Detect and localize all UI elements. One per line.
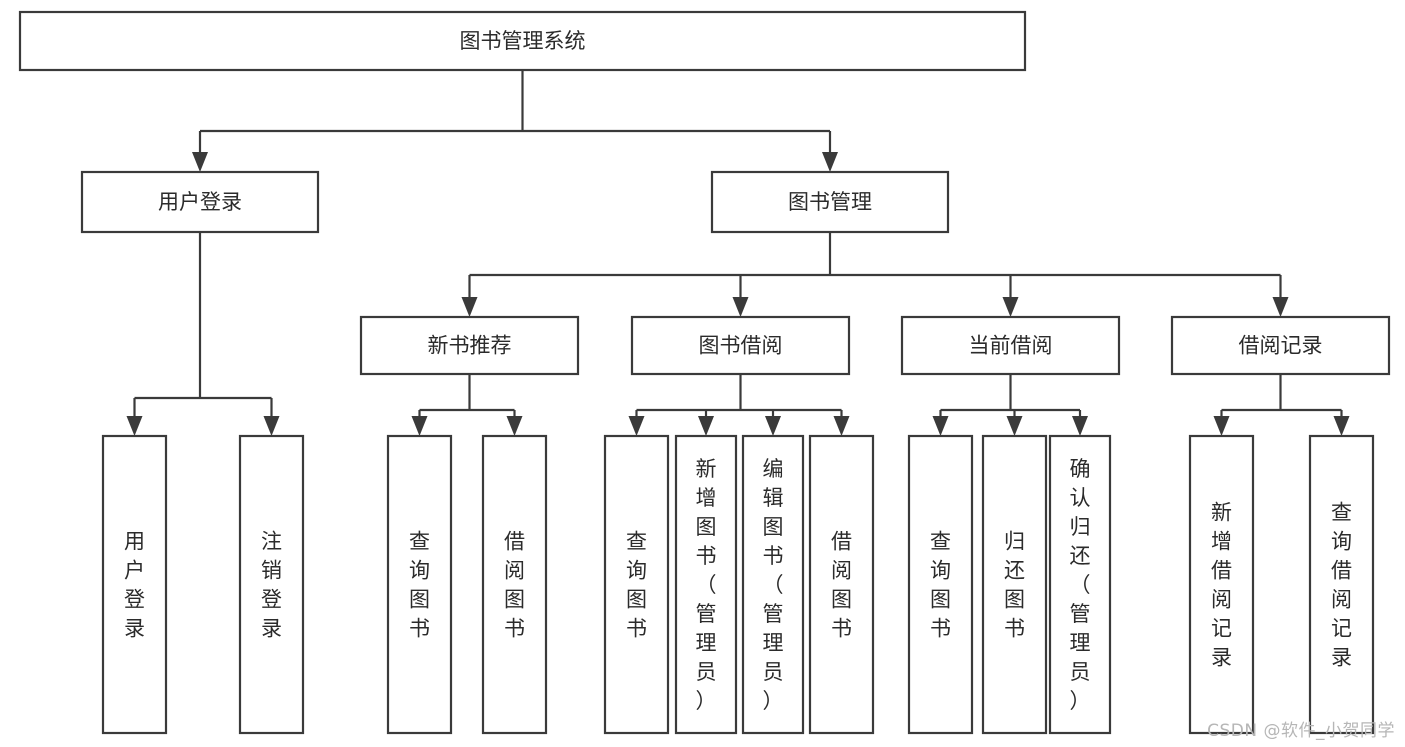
arrow-head-icon: [833, 416, 850, 436]
level3-node-1[interactable]: 新书推荐: [359, 315, 580, 376]
arrow-head-icon: [1213, 416, 1230, 436]
arrow-head-icon: [1006, 416, 1023, 436]
leaf-node-box[interactable]: [907, 434, 974, 735]
leaf-node-3[interactable]: 查询图书: [386, 434, 453, 735]
arrow-head-icon: [263, 416, 280, 436]
leaf-node-box[interactable]: [1048, 434, 1112, 735]
leaf-node-box[interactable]: [603, 434, 670, 735]
leaf-node-4[interactable]: 借阅图书: [481, 434, 548, 735]
leaf-node-label: 新增借阅记录: [1211, 501, 1232, 670]
level3-node-label: 借阅记录: [1239, 334, 1323, 358]
leaf-node-box[interactable]: [808, 434, 875, 735]
arrow-head-icon: [765, 416, 781, 436]
leaf-node-label: 查询图书: [409, 530, 430, 641]
arrow-head-icon: [192, 152, 208, 172]
level3-node-label: 当前借阅: [969, 334, 1053, 358]
leaf-node-box[interactable]: [238, 434, 305, 735]
arrow-head-icon: [1072, 416, 1088, 436]
leaf-node-box[interactable]: [674, 434, 738, 735]
arrow-head-icon: [506, 416, 523, 436]
leaf-node-label: 查询图书: [930, 530, 951, 641]
level3-node-2[interactable]: 图书借阅: [630, 315, 851, 376]
arrow-head-icon: [732, 297, 749, 317]
leaf-node-11[interactable]: 确认归还（管理员）: [1048, 434, 1112, 735]
leaf-node-label: 查询借阅记录: [1331, 501, 1352, 670]
leaf-node-label: 编辑图书（管理员）: [763, 457, 784, 713]
leaf-node-label: 归还图书: [1004, 530, 1025, 641]
arrow-head-icon: [1002, 297, 1019, 317]
leaf-node-8[interactable]: 借阅图书: [808, 434, 875, 735]
level3-node-label: 新书推荐: [428, 334, 512, 358]
leaf-node-box[interactable]: [741, 434, 805, 735]
leaf-node-box[interactable]: [101, 434, 168, 735]
arrow-head-icon: [1333, 416, 1350, 436]
root-node-label: 图书管理系统: [460, 29, 586, 53]
leaf-node-box[interactable]: [1188, 434, 1255, 735]
arrow-head-icon: [932, 416, 949, 436]
level3-node-box[interactable]: [1170, 315, 1391, 376]
level2-node-label: 图书管理: [788, 190, 872, 214]
arrow-head-icon: [822, 152, 838, 172]
leaf-node-label: 借阅图书: [504, 530, 525, 641]
arrow-head-icon: [628, 416, 645, 436]
level2-node-box[interactable]: [80, 170, 320, 234]
leaf-node-label: 查询图书: [626, 530, 647, 641]
leaf-node-9[interactable]: 查询图书: [907, 434, 974, 735]
arrow-head-icon: [126, 416, 143, 436]
arrow-head-icon: [411, 416, 428, 436]
leaf-node-box[interactable]: [386, 434, 453, 735]
level3-node-label: 图书借阅: [699, 334, 783, 358]
level3-node-box[interactable]: [630, 315, 851, 376]
root-node-1[interactable]: 图书管理系统: [18, 10, 1027, 72]
leaf-node-12[interactable]: 新增借阅记录: [1188, 434, 1255, 735]
root-node-box[interactable]: [18, 10, 1027, 72]
leaf-node-label: 新增图书（管理员）: [696, 457, 717, 713]
connector-layer: [126, 70, 1350, 436]
arrow-head-icon: [1272, 297, 1289, 317]
level2-node-box[interactable]: [710, 170, 950, 234]
level2-node-label: 用户登录: [158, 190, 242, 214]
leaf-node-label: 确认归还（管理员）: [1070, 457, 1091, 713]
node-layer: 图书管理系统用户登录图书管理新书推荐图书借阅当前借阅借阅记录用户登录注销登录查询…: [18, 10, 1391, 735]
leaf-node-7[interactable]: 编辑图书（管理员）: [741, 434, 805, 735]
leaf-node-label: 注销登录: [261, 530, 282, 641]
leaf-node-10[interactable]: 归还图书: [981, 434, 1048, 735]
leaf-node-2[interactable]: 注销登录: [238, 434, 305, 735]
level2-node-2[interactable]: 图书管理: [710, 170, 950, 234]
leaf-node-6[interactable]: 新增图书（管理员）: [674, 434, 738, 735]
leaf-node-box[interactable]: [481, 434, 548, 735]
level3-node-4[interactable]: 借阅记录: [1170, 315, 1391, 376]
arrow-head-icon: [461, 297, 478, 317]
leaf-node-label: 用户登录: [124, 530, 145, 641]
leaf-node-5[interactable]: 查询图书: [603, 434, 670, 735]
leaf-node-box[interactable]: [981, 434, 1048, 735]
level3-node-box[interactable]: [900, 315, 1121, 376]
leaf-node-label: 借阅图书: [831, 530, 852, 641]
level2-node-1[interactable]: 用户登录: [80, 170, 320, 234]
watermark-text: CSDN @软件_小贺同学: [1207, 721, 1395, 741]
leaf-node-box[interactable]: [1308, 434, 1375, 735]
leaf-node-13[interactable]: 查询借阅记录: [1308, 434, 1375, 735]
arrow-head-icon: [698, 416, 714, 436]
level3-node-3[interactable]: 当前借阅: [900, 315, 1121, 376]
level3-node-box[interactable]: [359, 315, 580, 376]
leaf-node-1[interactable]: 用户登录: [101, 434, 168, 735]
